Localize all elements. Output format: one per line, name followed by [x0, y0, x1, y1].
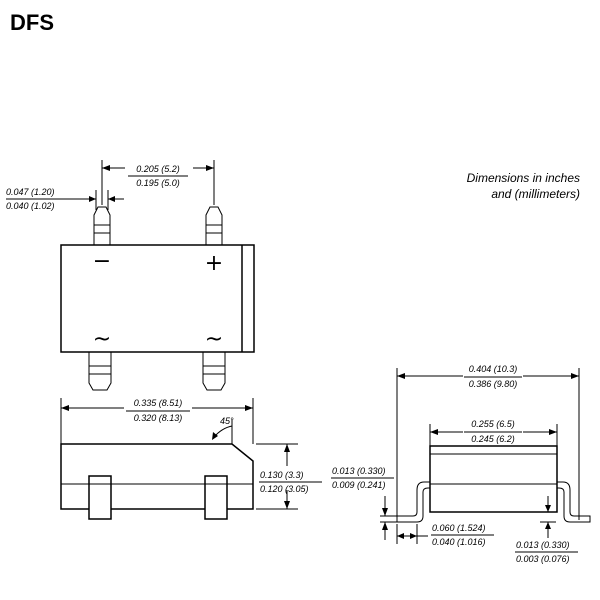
standoff-max-label: 0.013 (0.330): [516, 540, 570, 550]
side-left-lead: [88, 475, 112, 520]
lead-width-dimension: 0.047 (1.20) 0.040 (1.02): [6, 187, 124, 211]
minus-terminal-label: −: [93, 249, 111, 274]
pitch-min-label: 0.195 (5.0): [136, 178, 180, 188]
pitch-max-label: 0.205 (5.2): [136, 164, 180, 174]
side-right-lead: [204, 475, 228, 520]
foot-length-max-label: 0.060 (1.524): [432, 523, 486, 533]
body-width-max-label: 0.255 (6.5): [471, 419, 515, 429]
height-max-label: 0.130 (3.3): [260, 470, 304, 480]
foot-length-min-label: 0.040 (1.016): [432, 537, 486, 547]
pitch-dimension: 0.205 (5.2) 0.195 (5.0): [101, 160, 215, 205]
overall-width-min-label: 0.386 (9.80): [469, 379, 518, 389]
right-gull-wing-lead: [557, 481, 591, 523]
left-gull-wing-lead: [396, 481, 430, 523]
end-view: 0.404 (10.3) 0.386 (9.80) 0.255 (6.5) 0.…: [331, 362, 591, 564]
ac-terminal-right-label: ~: [205, 327, 223, 352]
lead-width-min-label: 0.040 (1.02): [6, 201, 55, 211]
lead-width-max-label: 0.047 (1.20): [6, 187, 55, 197]
overall-width-max-label: 0.404 (10.3): [469, 364, 518, 374]
height-min-label: 0.120 (3.05): [260, 484, 309, 494]
top-view-body: [60, 244, 255, 353]
end-view-body: [429, 445, 558, 513]
bottom-right-lead: [202, 351, 226, 391]
side-view: 0.335 (8.51) 0.320 (8.13) 45° 0.130 (3.3…: [60, 395, 322, 520]
top-left-lead: [93, 206, 111, 246]
chamfer-angle-label: 45°: [220, 416, 234, 426]
dimensions-note-line2: and (millimeters): [491, 187, 580, 201]
ac-terminal-left-label: ~: [93, 327, 111, 352]
top-right-lead: [205, 206, 223, 246]
bottom-left-lead: [88, 351, 112, 391]
dimensions-note-line1: Dimensions in inches: [467, 171, 580, 185]
length-min-label: 0.320 (8.13): [134, 413, 183, 423]
lead-thickness-min-label: 0.009 (0.241): [332, 480, 386, 490]
standoff-min-label: 0.003 (0.076): [516, 554, 570, 564]
top-view: − + ~ ~ 0.205 (5.2) 0.195 (5.0) 0.047 (1…: [6, 160, 255, 391]
lead-thickness-max-label: 0.013 (0.330): [332, 466, 386, 476]
package-title: DFS: [10, 10, 54, 35]
length-max-label: 0.335 (8.51): [134, 398, 183, 408]
body-width-min-label: 0.245 (6.2): [471, 434, 515, 444]
plus-terminal-label: +: [205, 251, 223, 276]
